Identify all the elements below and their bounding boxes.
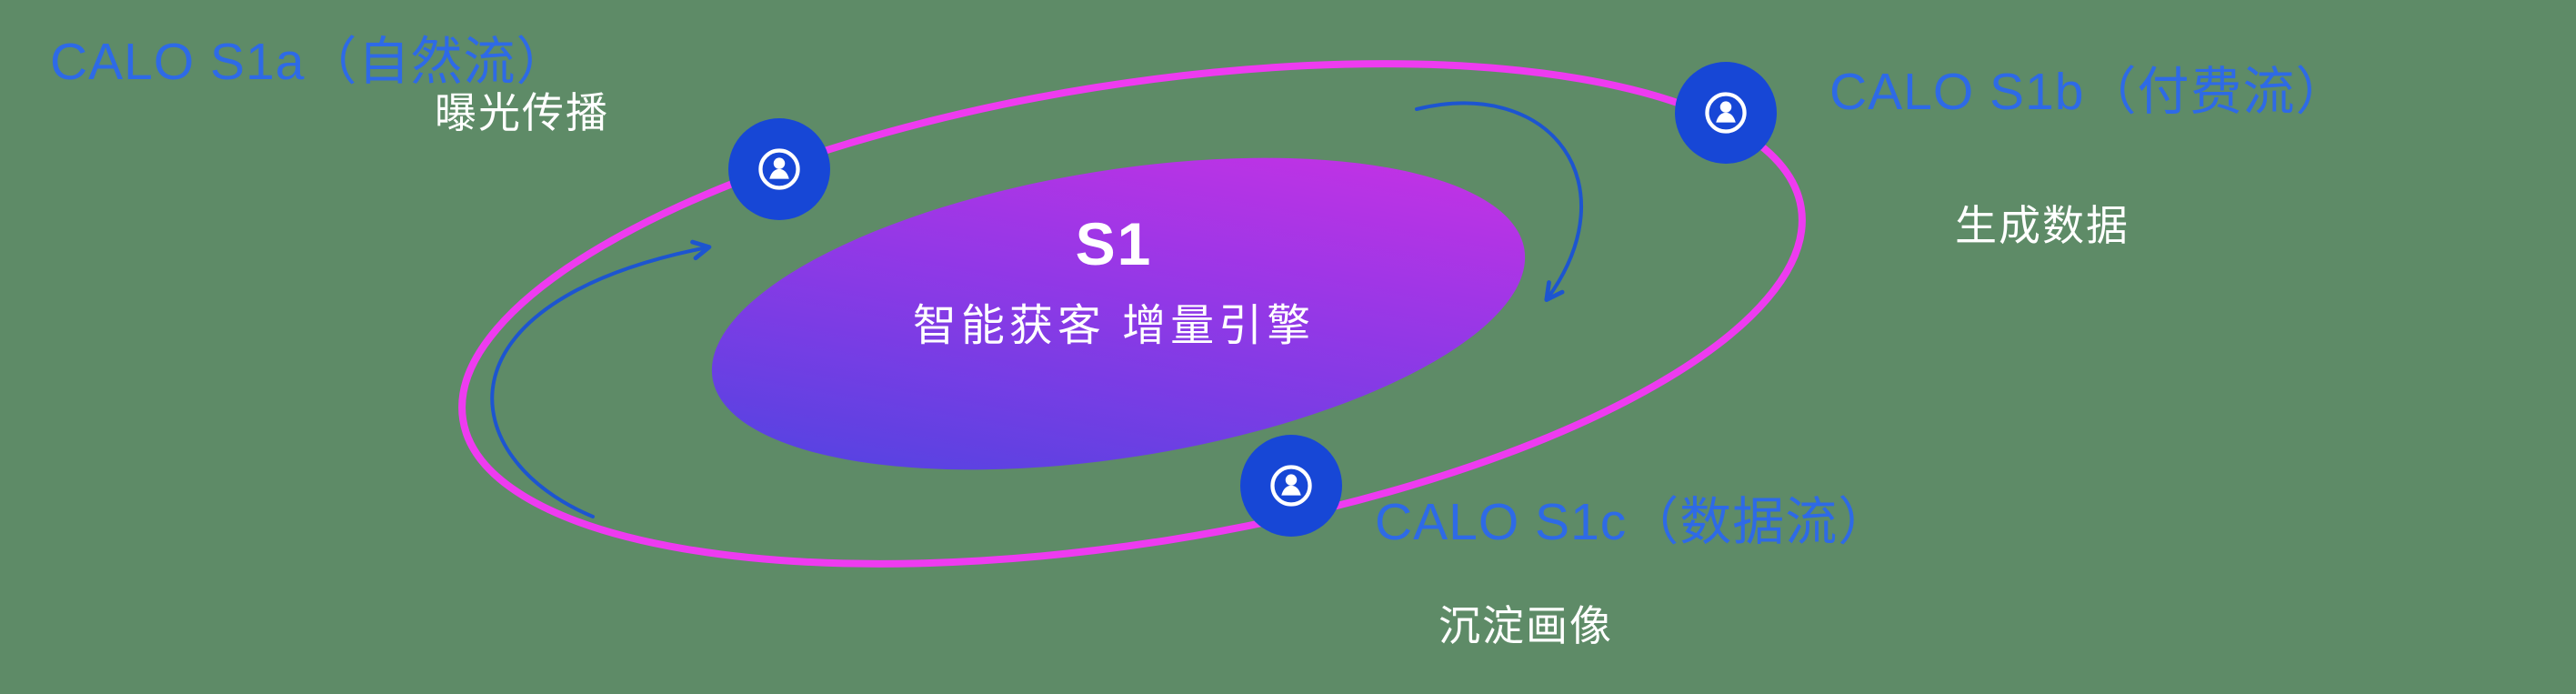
user-icon — [748, 138, 810, 200]
orbit-ring — [458, 60, 1806, 568]
node-s1b-subtitle: 生成数据 — [1955, 202, 2130, 249]
center-ellipse — [711, 157, 1526, 470]
node-s1c-subtitle: 沉淀画像 — [1438, 602, 1613, 649]
node-s1a-subtitle: 曝光传播 — [435, 89, 609, 136]
node-s1a-title: CALO S1a（自然流） — [50, 33, 569, 91]
node-s1c-marker — [1240, 435, 1342, 537]
center-title: S1 — [1075, 210, 1153, 277]
user-icon — [1695, 82, 1757, 144]
node-s1c-title: CALO S1c（数据流） — [1375, 493, 1891, 551]
node-s1b-marker — [1675, 62, 1777, 164]
center-subtitle: 智能获客 增量引擎 — [912, 302, 1316, 350]
flow-arrow-left — [490, 239, 712, 518]
user-icon — [1260, 455, 1322, 517]
node-s1a-marker — [728, 118, 830, 220]
center-core: S1 智能获客 增量引擎 — [913, 209, 1315, 353]
node-s1b-title: CALO S1b（付费流） — [1829, 63, 2349, 121]
flow-arrow-right — [1415, 101, 1583, 303]
